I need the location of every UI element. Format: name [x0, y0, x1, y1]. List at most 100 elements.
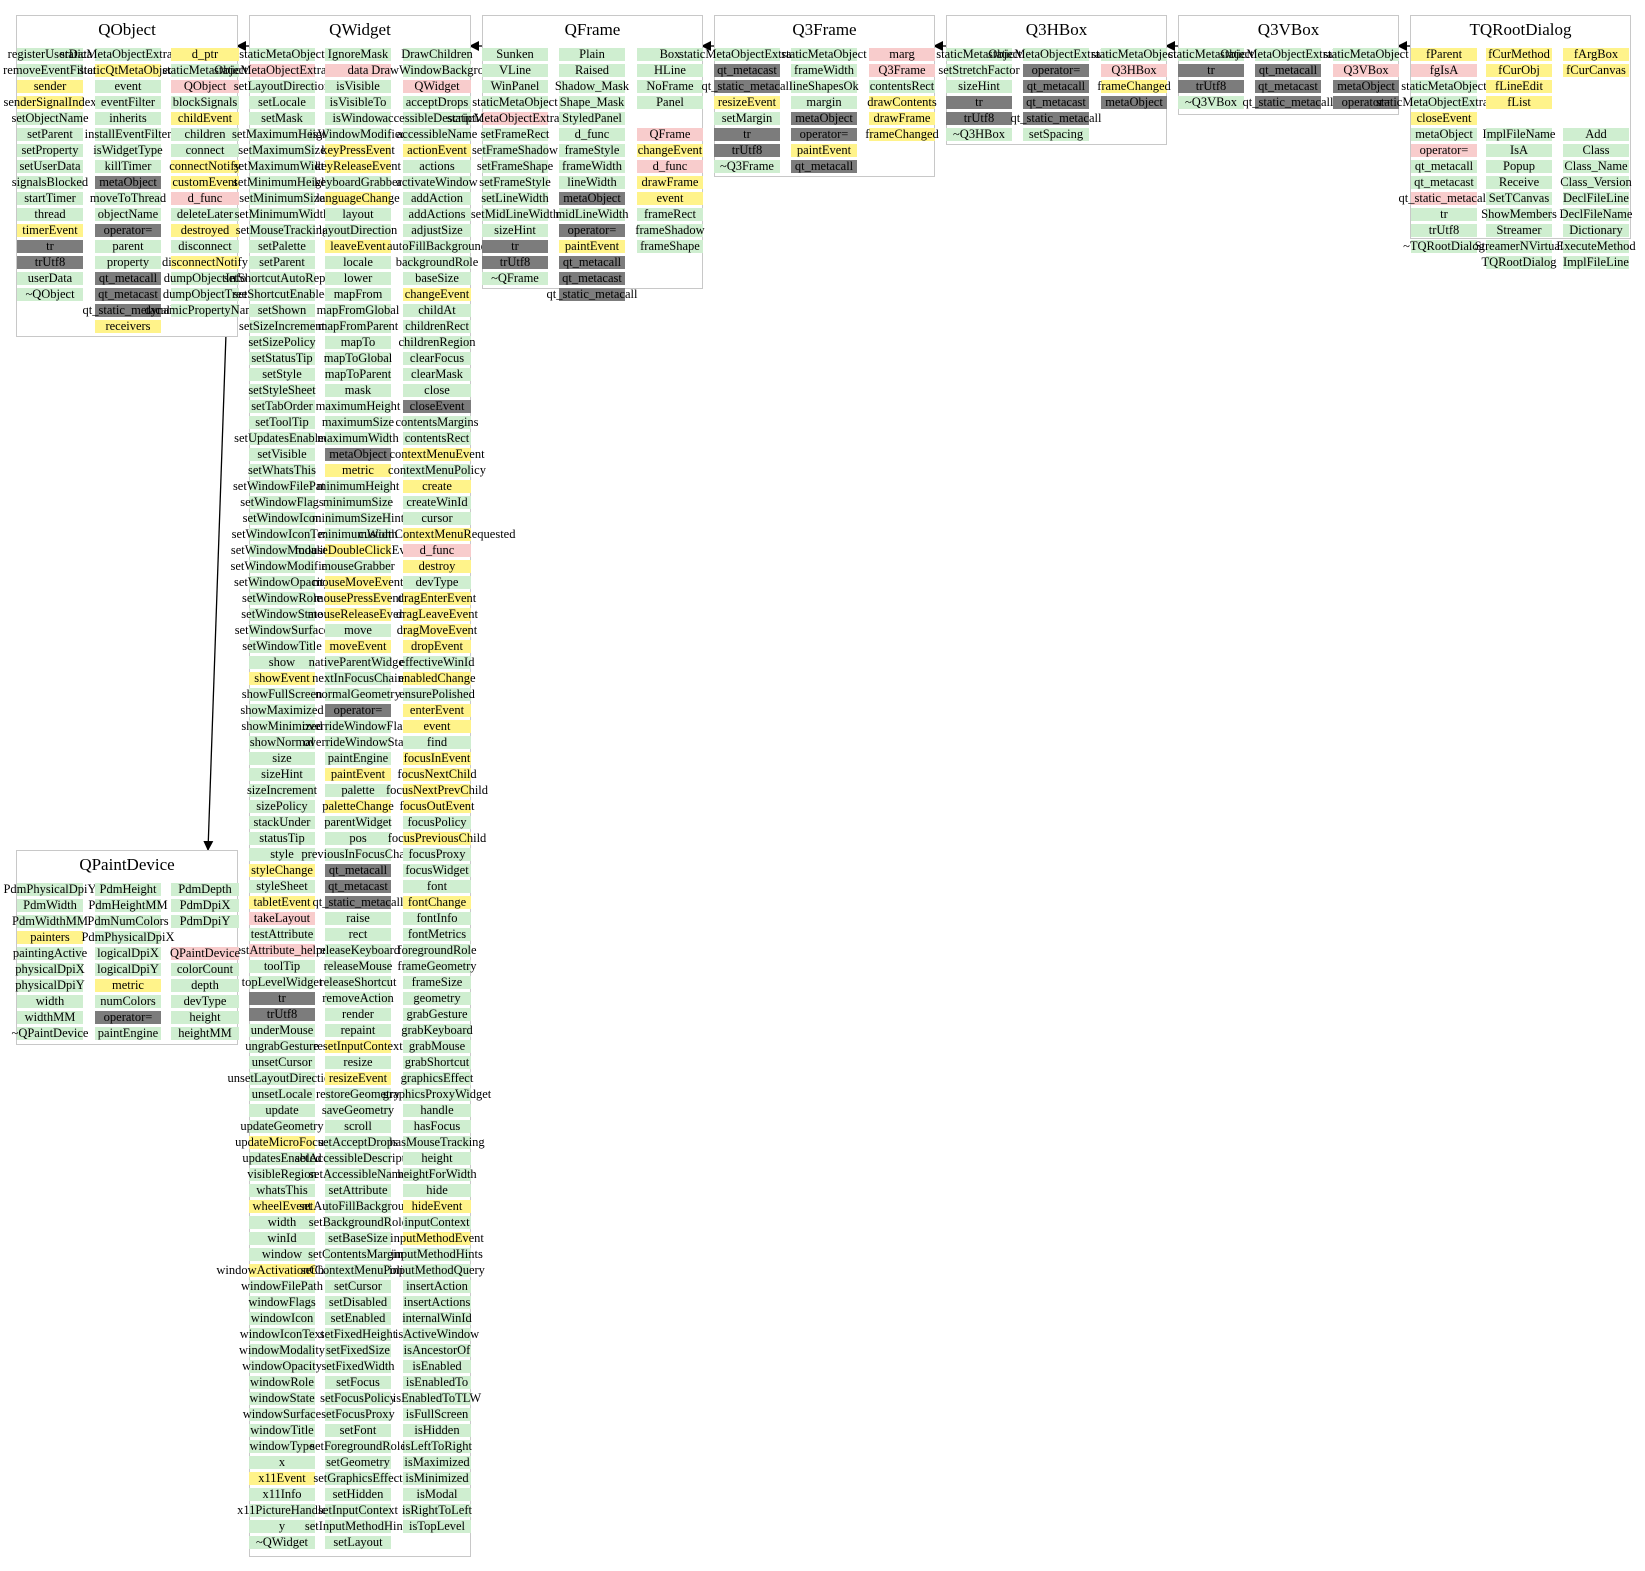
member-name: qt_static_metacall	[1398, 191, 1490, 205]
member-name: destroyed	[180, 223, 230, 237]
member-name: fCurCanvas	[1566, 63, 1626, 77]
member-cell: staticMetaObject	[781, 47, 867, 61]
member-cell: ~TQRootDialog	[1403, 239, 1485, 253]
member-name: dumpObjectInfo	[163, 271, 247, 285]
member-cell: staticMetaObject	[162, 63, 248, 77]
member-name: fCurObj	[1498, 63, 1540, 77]
member-cell: leaveEvent	[325, 239, 391, 253]
member-cell: dragLeaveEvent	[396, 607, 478, 621]
member-cell: resizeEvent	[325, 1071, 391, 1085]
member-name: frameGeometry	[397, 959, 477, 973]
member-name: sizeHint	[958, 79, 1000, 93]
member-name: clearFocus	[409, 351, 465, 365]
member-cell: frameWidth	[791, 63, 857, 77]
member-name: Q3VBox	[1343, 63, 1389, 77]
member-cell: toolTip	[249, 959, 315, 973]
member-cell: userData	[17, 271, 83, 285]
member-name: connect	[185, 143, 225, 157]
member-cell: qt_metacall	[791, 159, 857, 173]
member-cell: activateWindow	[396, 175, 478, 189]
member-cell: qt_metacast	[1255, 79, 1321, 93]
member-cell: takeLayout	[249, 911, 315, 925]
member-cell: setFixedHeight	[320, 1327, 396, 1341]
member-name: setAutoFillBackground	[299, 1199, 417, 1213]
member-cell: dragEnterEvent	[398, 591, 476, 605]
member-name: lineShapesOk	[789, 79, 859, 93]
member-name: operator=	[103, 1010, 153, 1024]
member-name: qt_metacast	[328, 879, 388, 893]
member-cell: setGraphicsEffect	[313, 1471, 403, 1485]
member-cell: staticMetaObjectExtraData	[214, 63, 350, 77]
member-name: PdmDepth	[178, 882, 232, 896]
member-cell: PdmDpiY	[171, 914, 239, 928]
member-name: destroy	[418, 559, 456, 573]
member-cell: repaint	[325, 1023, 391, 1037]
member-name: windowType	[249, 1439, 315, 1453]
member-name: rect	[348, 927, 368, 941]
member-cell: senderSignalIndex	[3, 95, 97, 109]
member-name: paintEngine	[327, 751, 389, 765]
member-cell: setWindowOpacity	[234, 575, 330, 589]
member-cell: drawContents	[867, 95, 937, 109]
member-name: operator=	[1419, 143, 1469, 157]
member-cell: trUtf8	[249, 1007, 315, 1021]
member-cell: d_func	[403, 543, 471, 557]
member-name: qt_metacast	[1258, 79, 1318, 93]
member-cell: tr	[1178, 63, 1244, 77]
member-name: style	[270, 847, 294, 861]
member-name: paintingActive	[12, 946, 88, 960]
member-cell: thread	[17, 207, 83, 221]
member-name: isWindowModified	[309, 127, 407, 141]
member-cell: setDisabled	[325, 1295, 391, 1309]
member-cell: VLine	[482, 63, 548, 77]
member-name: setGeometry	[326, 1455, 390, 1469]
member-cell: scroll	[325, 1119, 391, 1133]
member-cell: windowFilePath	[241, 1279, 323, 1293]
member-name: frameShadow	[635, 223, 705, 237]
member-name: setWindowFlags	[240, 495, 324, 509]
member-name: QFrame	[649, 127, 691, 141]
member-name: heightMM	[178, 1026, 232, 1040]
member-name: SetTCanvas	[1488, 191, 1550, 205]
member-name: setMaximumWidth	[233, 159, 331, 173]
member-cell: qt_metacast	[559, 271, 625, 285]
member-name: sizeIncrement	[246, 783, 318, 797]
member-cell: graphicsProxyWidget	[383, 1087, 491, 1101]
member-name: grabMouse	[408, 1039, 466, 1053]
member-cell: mousePressEvent	[314, 591, 402, 605]
member-cell: minimumSizeHint	[312, 511, 404, 525]
member-name: windowIconText	[239, 1327, 325, 1341]
member-name: frameSize	[411, 975, 463, 989]
member-name: setWhatsThis	[247, 463, 317, 477]
member-name: drawContents	[867, 95, 937, 109]
member-cell: staticMetaObjectExtraData	[1376, 95, 1512, 109]
member-name: Add	[1585, 127, 1607, 141]
member-cell: windowOpacity	[242, 1359, 322, 1373]
member-cell: ~QPaintDevice	[12, 1026, 88, 1040]
member-cell: d_func	[559, 127, 625, 141]
member-name: customEvent	[172, 175, 238, 189]
member-cell: focusInEvent	[403, 751, 471, 765]
member-name: metaObject	[99, 175, 157, 189]
member-name: sizeHint	[494, 223, 536, 237]
member-cell: staticMetaObject	[472, 95, 558, 109]
member-name: qt_metacall	[562, 255, 622, 269]
member-name: resetInputContext	[313, 1039, 403, 1053]
member-cell: operator=	[1411, 143, 1477, 157]
member-name: IgnoreMask	[327, 47, 389, 61]
member-name: marg	[889, 47, 915, 61]
member-name: testAttribute	[250, 927, 314, 941]
member-cell: setFrameStyle	[479, 175, 551, 189]
member-cell: focusProxy	[403, 847, 471, 861]
member-name: hideEvent	[411, 1199, 463, 1213]
member-cell: paintEvent	[791, 143, 857, 157]
member-name: staticQtMetaObject	[79, 63, 177, 77]
member-name: ~Q3Frame	[720, 159, 774, 173]
member-name: contextMenuPolicy	[388, 463, 486, 477]
